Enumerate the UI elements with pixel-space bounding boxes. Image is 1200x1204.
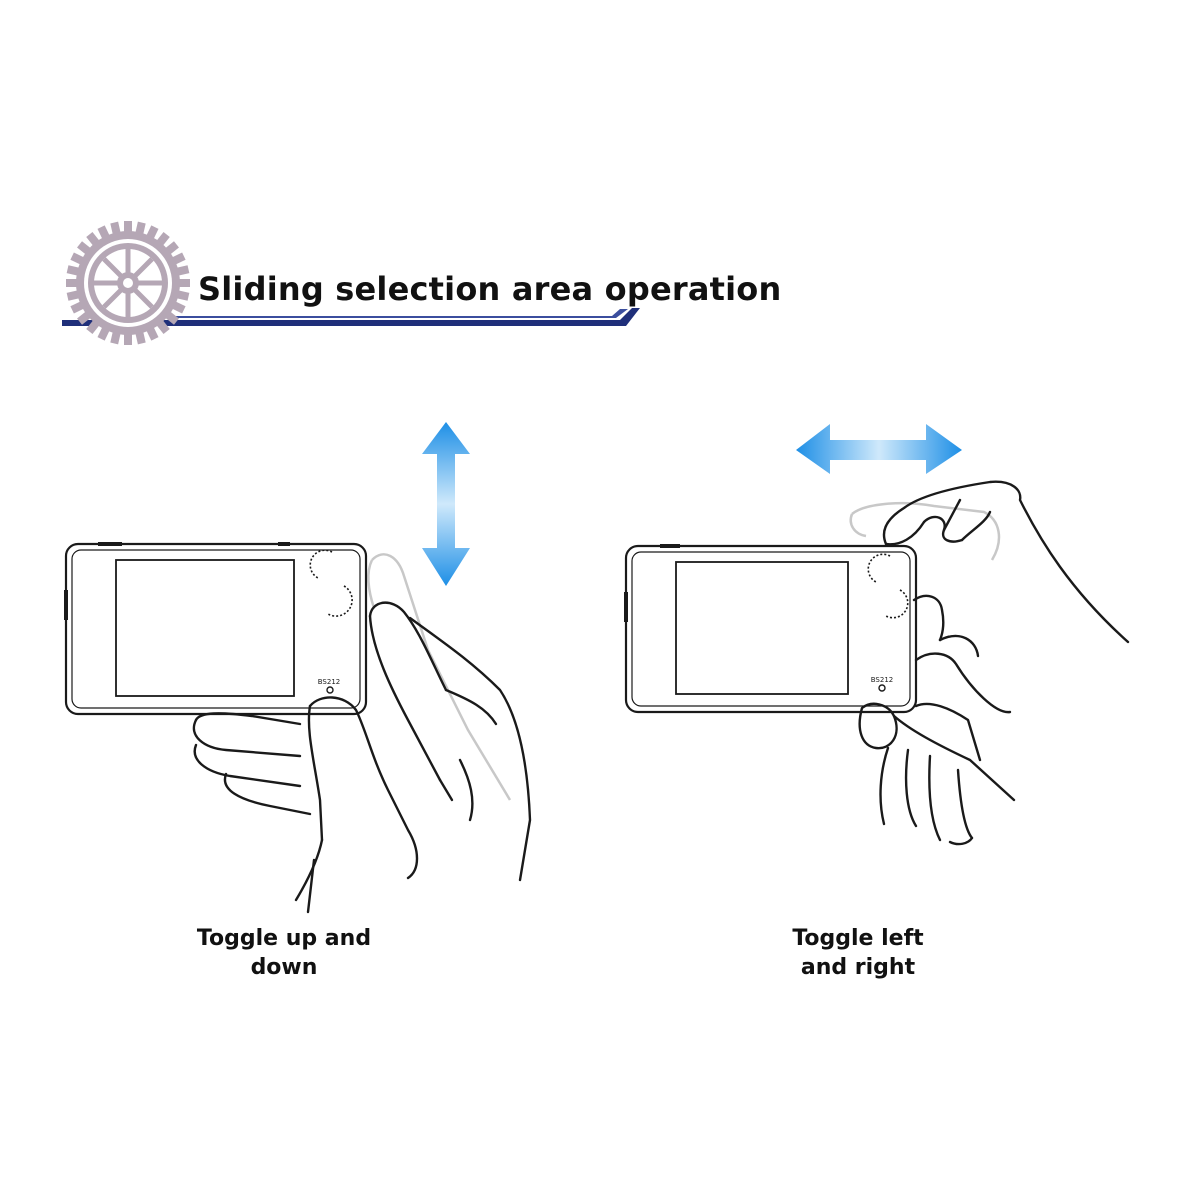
- ghost-thumb: [367, 553, 512, 801]
- page-title: Sliding selection area operation: [198, 270, 782, 308]
- up-down-arrow-icon: [422, 422, 470, 586]
- device-left: [64, 542, 368, 716]
- device-right: [624, 544, 918, 714]
- hand-right: [858, 480, 1130, 846]
- caption-right-line1: Toggle left: [792, 926, 924, 951]
- ghost-finger: [849, 501, 1001, 561]
- device-label: BS212: [871, 676, 893, 684]
- caption-right-line2: and right: [800, 955, 916, 980]
- caption-right: Toggle left and right: [758, 924, 958, 982]
- device-label: BS212: [318, 678, 340, 686]
- gear-icon: [66, 221, 190, 345]
- caption-left-line2: down: [250, 955, 318, 980]
- left-right-arrow-icon: [796, 424, 962, 474]
- caption-left: Toggle up and down: [184, 924, 384, 982]
- hand-left: [192, 601, 532, 914]
- caption-left-line1: Toggle up and: [196, 926, 372, 951]
- title-underline: [62, 308, 640, 326]
